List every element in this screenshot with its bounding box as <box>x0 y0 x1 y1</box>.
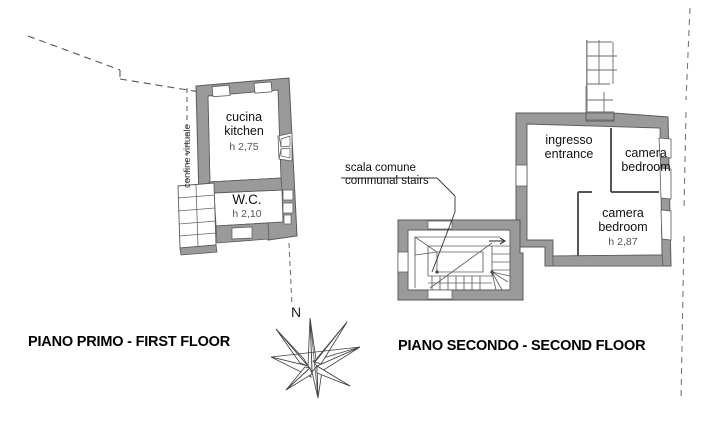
room-label-kitchen-en: kitchen <box>224 124 264 138</box>
room-label-bedroom-upper-en: bedroom <box>621 160 671 174</box>
room-label-kitchen-it: cucina <box>225 110 263 124</box>
stair-node-left <box>435 270 439 274</box>
bedroom-partitions <box>577 128 659 256</box>
room-label-entrance-en: entrance <box>544 147 594 161</box>
communal-stairs-label-en: communal stairs <box>345 174 429 187</box>
room-label-kitchen: cucina kitchen h 2,75 <box>205 110 283 154</box>
wc-right-opening-1 <box>282 189 294 201</box>
stairwell-left-opening <box>397 251 409 273</box>
confine-virtuale-label: confine virtuale <box>182 124 193 188</box>
bedroom-window-right-2 <box>659 167 672 200</box>
first-floor-bottom-opening <box>231 226 253 240</box>
first-floor-title: PIANO PRIMO - FIRST FLOOR <box>28 334 231 350</box>
wc-sanitary-fixture <box>283 214 292 225</box>
communal-stairs-leader-line <box>341 177 456 273</box>
first-floor-plan-geometry <box>177 77 298 256</box>
room-label-bedroom-lower: camera bedroom h 2,87 <box>588 206 658 249</box>
room-label-entrance: ingresso entrance <box>530 133 608 161</box>
kitchen-fixture-splay <box>278 135 282 160</box>
room-label-bedroom-upper-it: camera <box>625 146 667 160</box>
stair-node-right <box>490 270 494 274</box>
compass-north-label: N <box>291 304 302 320</box>
balcony-left-post <box>586 40 588 115</box>
confine-virtuale-dashed-line <box>27 35 201 93</box>
room-height-kitchen: h 2,75 <box>229 141 259 153</box>
first-floor-left-annex-grid <box>177 184 217 247</box>
room-label-wc-it: W.C. <box>232 192 262 207</box>
communal-stairs-label-it: scala comune <box>345 162 416 174</box>
staircase-treads <box>414 236 511 291</box>
stair-direction-arrow <box>489 237 507 245</box>
bedroom-window-right-1 <box>658 137 672 159</box>
first-floor-annex-bottom-wall <box>179 244 218 256</box>
second-floor-plan-geometry <box>341 40 672 301</box>
kitchen-window-opening-2 <box>253 81 273 94</box>
first-floor-lower-dashed-line <box>288 242 293 307</box>
room-height-bedroom-lower: h 2,87 <box>608 236 638 248</box>
communal-stairs-callout: scala comune communal stairs <box>345 162 429 188</box>
kitchen-fixture-lower <box>280 147 291 159</box>
entrance-left-opening <box>515 164 528 187</box>
room-label-wc: W.C. h 2,10 <box>215 192 279 221</box>
bedroom-window-right-3 <box>660 209 672 241</box>
right-boundary-dashed-line <box>680 7 691 401</box>
room-label-bedroom-upper: camera bedroom <box>615 146 677 174</box>
wc-right-opening-2 <box>282 202 294 214</box>
compass-rose <box>270 317 361 399</box>
room-label-bedroom-lower-it: camera <box>602 206 644 220</box>
second-floor-title: PIANO SECONDO - SECOND FLOOR <box>398 338 646 354</box>
room-label-entrance-it: ingresso <box>545 133 593 147</box>
stairwell-bottom-opening <box>427 289 453 300</box>
kitchen-window-opening-1 <box>211 84 231 98</box>
second-floor-bottom-wall <box>552 254 664 267</box>
stairwell-top-opening <box>427 220 453 230</box>
room-height-wc: h 2,10 <box>232 208 262 221</box>
kitchen-fixture-upper <box>280 135 291 148</box>
room-label-bedroom-lower-en: bedroom <box>598 220 648 234</box>
stairwell-interior <box>407 229 511 291</box>
balcony-base-wall <box>585 112 615 121</box>
